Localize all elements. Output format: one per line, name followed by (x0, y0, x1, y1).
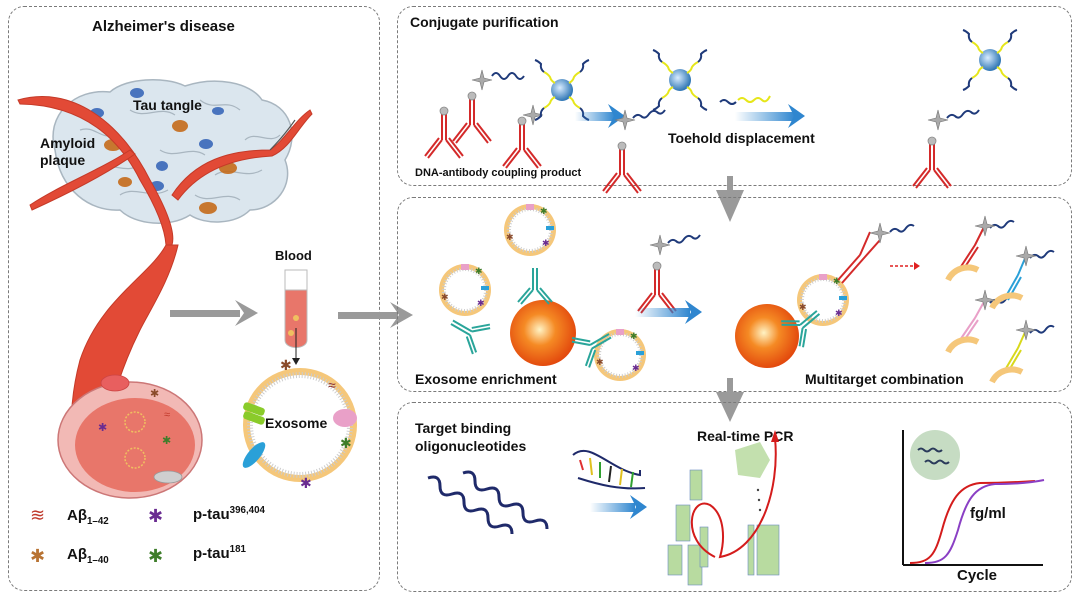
blood-tube-icon (284, 269, 308, 365)
svg-text:✱: ✱ (300, 475, 312, 491)
abeta42-icon: ≋ (30, 505, 45, 525)
svg-text:✱: ✱ (340, 435, 352, 451)
exosome-icon: ✱ ≈ ✱ ✱ (242, 357, 357, 491)
brain-icon (52, 79, 293, 224)
arrow-3 (635, 308, 690, 317)
antibody-group-coupling (424, 69, 544, 169)
pcr-amplification-curve (690, 437, 777, 559)
cycle-label: Cycle (957, 567, 998, 584)
arrow-to-blood (170, 300, 258, 326)
coupling-product-label: DNA-antibody coupling product (415, 167, 582, 179)
oligonucleotide-icon (427, 470, 549, 535)
arrow-to-enrichment (338, 302, 413, 328)
svg-text:✱: ✱ (162, 435, 171, 447)
legend-abeta40: Aβ1–40 (67, 546, 109, 566)
target-binding-line1: Target binding (415, 420, 512, 436)
arrow-down-1 (716, 176, 744, 222)
legend-ptau181: p-tau181 (193, 544, 246, 562)
svg-text:≈: ≈ (164, 409, 170, 421)
arrow-1 (575, 112, 615, 121)
pcr-panel (397, 402, 1072, 592)
enrichment-panel (397, 197, 1072, 392)
tau-tangle-label: Tau tangle (133, 97, 202, 113)
dna-inset-icon (910, 430, 960, 480)
svg-text:✱: ✱ (280, 357, 292, 373)
vessel-cross-section: ✱ ✱ ≈ ✱ (57, 374, 203, 499)
conjugate-panel (397, 6, 1072, 186)
amyloid-label-line1: Amyloid (40, 135, 96, 151)
amyloid-label-line2: plaque (40, 152, 86, 168)
arrow-2 (735, 112, 795, 121)
abeta40-icon: ✱ (30, 546, 45, 566)
legend-icons: ≋ ✱ ✱ ✱ (30, 505, 163, 566)
dna-duplex-icon (572, 449, 646, 490)
legend-abeta42: Aβ1–42 (67, 507, 109, 527)
amyloid-plaque-spots (104, 120, 237, 214)
unit-label: fg/ml (970, 505, 1006, 522)
exosome-enrichment-label: Exosome enrichment (415, 371, 557, 387)
ptau396-icon: ✱ (148, 506, 163, 526)
amplicon-stacks (667, 469, 780, 586)
alzheimers-panel (8, 6, 380, 591)
conjugate-title: Conjugate purification (410, 14, 559, 30)
svg-text:≈: ≈ (328, 377, 336, 393)
orange-bead-2 (735, 304, 799, 368)
amplicon-cluster (735, 442, 770, 478)
curve-purple (924, 479, 1045, 564)
legend-ptau396: p-tau396,404 (193, 505, 265, 523)
pcr-plot (902, 430, 1045, 566)
curve-red (909, 480, 1036, 564)
arrow-down-2 (716, 378, 744, 422)
orange-bead-1 (510, 300, 576, 366)
toehold-label: Toehold displacement (668, 130, 815, 146)
blood-label: Blood (275, 248, 312, 263)
ptau181-icon: ✱ (148, 546, 163, 566)
multitarget-label: Multitarget combination (805, 371, 964, 387)
alzheimers-title: Alzheimer's disease (92, 18, 235, 35)
multitarget-antibodies (945, 219, 1055, 384)
svg-text:✱: ✱ (150, 388, 159, 400)
realtime-pcr-label: Real-time PCR (697, 428, 794, 444)
svg-text:✱: ✱ (98, 422, 107, 434)
target-binding-line2: oligonucleotides (415, 438, 527, 454)
arrow-4 (590, 503, 635, 512)
exosome-label: Exosome (265, 415, 328, 431)
